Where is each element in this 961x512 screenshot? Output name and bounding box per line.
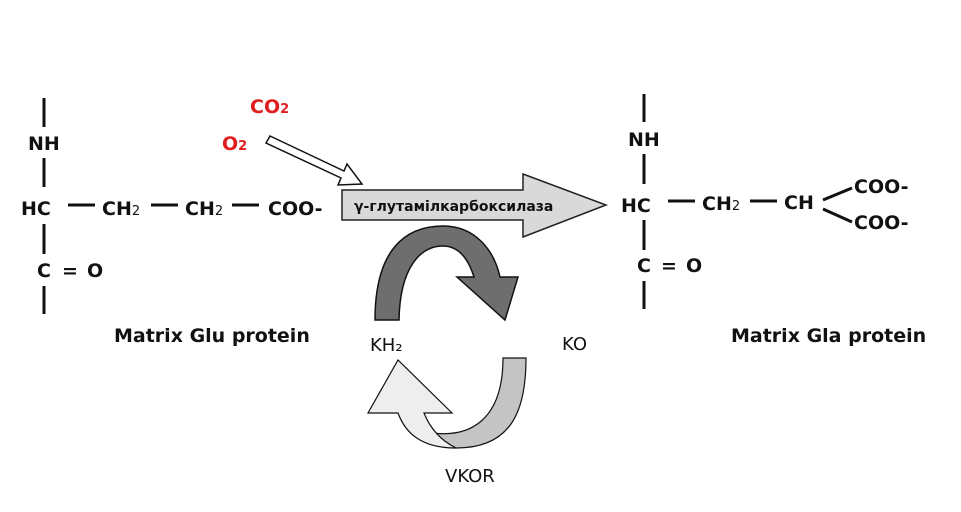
coo-group-bottom: COO- bbox=[854, 212, 909, 234]
vitamin-k-cycle: KH₂ KO VKOR bbox=[366, 225, 587, 487]
c-atom-left: C bbox=[37, 260, 51, 282]
ch2-group-b: CH2 bbox=[185, 198, 223, 220]
o-atom-left: O bbox=[87, 260, 103, 282]
o2-label: O2 bbox=[222, 133, 247, 155]
co2-label: CO2 bbox=[250, 96, 289, 118]
bond-ch-coo-top bbox=[822, 186, 853, 202]
c-atom-right: C bbox=[637, 255, 651, 277]
ch-group: CH bbox=[784, 192, 814, 214]
ch2-group-a: CH2 bbox=[102, 198, 140, 220]
reaction-arrow-shape bbox=[341, 172, 609, 239]
matrix-glu-label: Matrix Glu protein bbox=[114, 325, 310, 347]
enzyme-arrow: γ-глутамілкарбоксилаза bbox=[341, 172, 609, 239]
kh2-label: KH₂ bbox=[370, 335, 403, 356]
nh-group-right: NH bbox=[628, 129, 660, 151]
matrix-gla-label: Matrix Gla protein bbox=[731, 325, 926, 347]
double-bond-left: = bbox=[62, 260, 78, 282]
coo-group-left: COO- bbox=[268, 198, 323, 220]
hc-group-left: HC bbox=[21, 198, 51, 220]
matrix-gla-structure: NH HC CH2 CH COO- COO- C = O Matrix Gla … bbox=[621, 94, 926, 347]
bond-ch-coo-bottom bbox=[822, 207, 853, 224]
double-bond-right: = bbox=[661, 255, 677, 277]
matrix-glu-structure: NH HC CH2 CH2 COO- C = O Matrix Glu prot… bbox=[21, 98, 323, 347]
coo-group-top: COO- bbox=[854, 176, 909, 198]
reagent-arrow bbox=[264, 135, 364, 186]
vkor-label: VKOR bbox=[445, 466, 495, 487]
top-cycle-arrow bbox=[374, 225, 520, 322]
nh-group-left: NH bbox=[28, 133, 60, 155]
hc-group-right: HC bbox=[621, 195, 651, 217]
ko-label: KO bbox=[562, 334, 587, 355]
o-atom-right: O bbox=[686, 255, 702, 277]
reagents: CO2 O2 bbox=[222, 96, 364, 186]
ch2-group-right: CH2 bbox=[702, 193, 740, 215]
enzyme-label: γ-глутамілкарбоксилаза bbox=[354, 199, 553, 215]
bottom-left-cycle-arrow bbox=[366, 359, 457, 449]
